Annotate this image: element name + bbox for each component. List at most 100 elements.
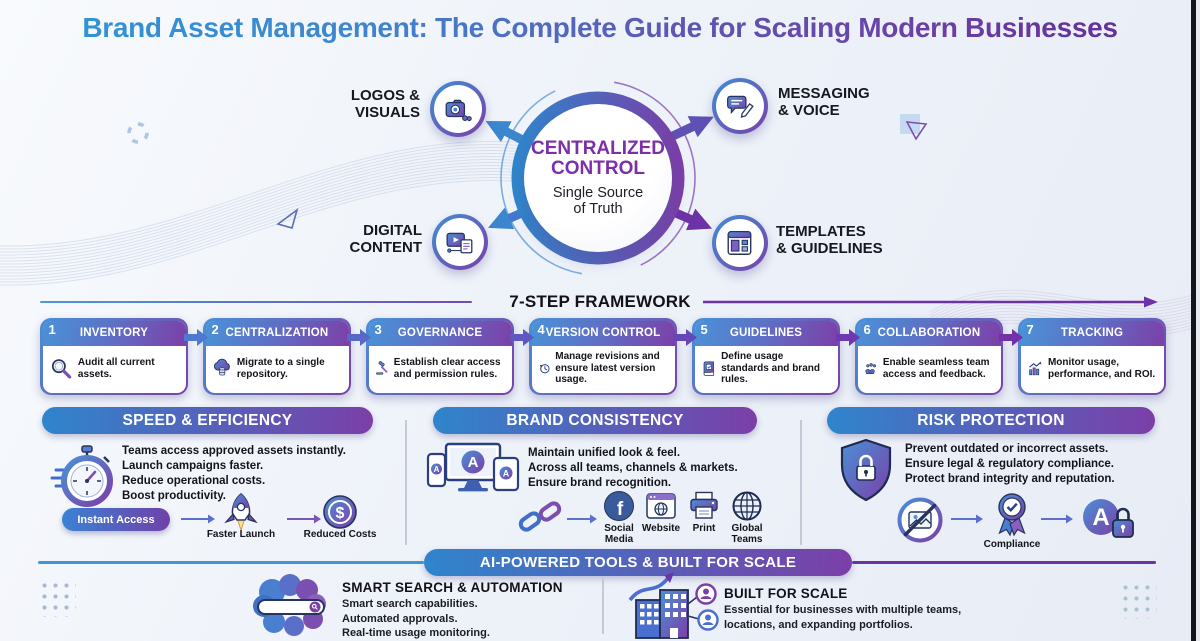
message-pen-icon	[727, 95, 754, 118]
analytics-icon	[1028, 361, 1042, 376]
built-for-scale-lines: Essential for businesses with multiple t…	[724, 603, 961, 632]
footer-line-right	[852, 561, 1156, 564]
dollar-coin-icon: $	[323, 495, 357, 529]
devices-icon: A A A	[426, 442, 520, 492]
rocket-icon	[224, 493, 258, 532]
step-number: 6	[863, 321, 871, 337]
step-collaboration: 6 COLLABORATION Enable seamless team acc…	[855, 318, 1003, 395]
step-description: Monitor usage, performance, and ROI.	[1047, 356, 1156, 380]
benefit-line: Protect brand integrity and reputation.	[905, 472, 1115, 485]
benefit-line: Maintain unified look & feel.	[528, 447, 681, 459]
dollar-glyph: $	[336, 505, 345, 522]
footer-line: Smart search capabilities.	[342, 598, 478, 610]
step-inventory: 1 INVENTORY Audit all current assets.	[40, 318, 188, 395]
globe-icon	[732, 491, 762, 521]
gavel-icon	[375, 361, 387, 375]
screen-edge-light	[1196, 0, 1200, 641]
step-title: TRACKING	[1060, 327, 1124, 339]
brand-letter-glyph: A	[468, 454, 479, 471]
step-header: 5 GUIDELINES	[694, 320, 838, 346]
step-description: Manage revisions and ensure latest versi…	[555, 351, 660, 386]
hub-center: CENTRALIZED CONTROL Single Source of Tru…	[524, 104, 672, 252]
dot-grid-left	[38, 579, 76, 617]
magnifier-icon	[51, 359, 71, 379]
instant-access-pill: Instant Access	[62, 508, 170, 531]
stopwatch-icon	[50, 445, 113, 507]
step-number: 4	[537, 321, 545, 337]
hub-center-title: CENTRALIZED CONTROL	[530, 137, 666, 180]
page-title: Brand Asset Management: The Complete Gui…	[0, 12, 1200, 44]
chain-icon	[518, 501, 562, 532]
facebook-glyph: f	[617, 499, 624, 520]
step-header: 2 CENTRALIZATION	[205, 320, 349, 346]
print-caption: Print	[692, 523, 716, 534]
footer-banner: AI-POWERED TOOLS & BUILT FOR SCALE	[424, 549, 852, 576]
step-governance: 3 GOVERNANCE Establish clear access and …	[366, 318, 514, 395]
no-image-icon	[897, 497, 943, 543]
camera-icon	[445, 99, 472, 122]
framework-line-arrow	[703, 296, 1158, 308]
step-header: 7 TRACKING	[1020, 320, 1164, 346]
shield-lock-icon	[840, 438, 892, 502]
step-title: COLLABORATION	[877, 327, 981, 339]
step-description: Migrate to a single repository.	[236, 356, 325, 380]
column-divider-2	[800, 420, 802, 545]
compliance-badge-icon	[998, 493, 1026, 537]
flow-arrow	[181, 514, 215, 524]
triangle-decoration	[276, 207, 299, 229]
dot-grid-right	[1119, 581, 1157, 619]
step-title: VERSION CONTROL	[545, 327, 661, 339]
brain-search-icon	[253, 574, 326, 636]
version-history-icon	[539, 364, 550, 374]
framework-title: 7-STEP FRAMEWORK	[509, 292, 691, 311]
step-number: 1	[48, 321, 56, 337]
video-content-icon	[446, 232, 473, 254]
satellite-templates-guidelines	[712, 215, 768, 271]
screen-edge-dark	[1191, 0, 1196, 641]
step-description: Define usage standards and brand rules.	[721, 351, 820, 386]
brand-letter-glyph: A	[503, 469, 510, 479]
step-title: CENTRALIZATION	[225, 327, 329, 339]
benefit-line: Launch campaigns faster.	[122, 459, 264, 472]
footer-line: Real-time usage monitoring.	[342, 627, 490, 640]
step-description: Enable seamless team access and feedback…	[882, 356, 990, 380]
step-arrow-4	[673, 329, 697, 346]
square-decoration	[900, 114, 920, 134]
footer-divider	[602, 578, 604, 634]
website-caption: Website	[641, 523, 681, 534]
flow-arrow	[1041, 514, 1073, 524]
step-number: 5	[700, 321, 708, 337]
step-header: 6 COLLABORATION	[857, 320, 1001, 346]
consistency-benefit-lines: Maintain unified look & feel. Across all…	[528, 446, 798, 491]
satellite-messaging-voice	[712, 78, 768, 134]
satellite-digital-content	[432, 214, 488, 270]
footer-line: Essential for businesses with multiple t…	[724, 604, 962, 616]
website-icon	[646, 493, 676, 519]
step-centralization: 2 CENTRALIZATION Migrate to a single rep…	[203, 318, 351, 395]
facebook-icon: f	[604, 491, 634, 521]
footer-line: Automated approvals.	[342, 612, 458, 625]
flow-arrow	[567, 514, 597, 524]
benefit-line: Prevent outdated or incorrect assets.	[905, 443, 1109, 455]
compliance-caption: Compliance	[983, 539, 1041, 550]
faster-launch-caption: Faster Launch	[206, 529, 276, 540]
label-messaging-voice: MESSAGING & VOICE	[778, 85, 870, 119]
risk-benefit-lines: Prevent outdated or incorrect assets. En…	[905, 442, 1193, 487]
benefit-line: Across all teams, channels & markets.	[528, 461, 738, 474]
team-icon	[864, 363, 876, 375]
column-divider-1	[405, 420, 407, 545]
global-teams-caption: Global Teams	[731, 523, 763, 545]
step-title: GOVERNANCE	[397, 327, 483, 339]
step-number: 3	[374, 321, 382, 337]
step-number: 2	[211, 321, 219, 337]
footer-line-left	[38, 561, 424, 564]
benefit-line: Ensure legal & regulatory compliance.	[905, 457, 1114, 470]
label-logos-visuals: LOGOS & VISUALS	[350, 87, 420, 121]
brand-lock-icon: A	[1083, 499, 1134, 538]
step-arrow-5	[836, 329, 860, 346]
step-arrow-3	[510, 329, 534, 346]
social-media-caption: Social Media	[604, 523, 634, 545]
scaling-business-icon	[628, 572, 719, 639]
built-for-scale-title: BUILT FOR SCALE	[724, 586, 848, 601]
step-header: 3 GOVERNANCE	[368, 320, 512, 346]
